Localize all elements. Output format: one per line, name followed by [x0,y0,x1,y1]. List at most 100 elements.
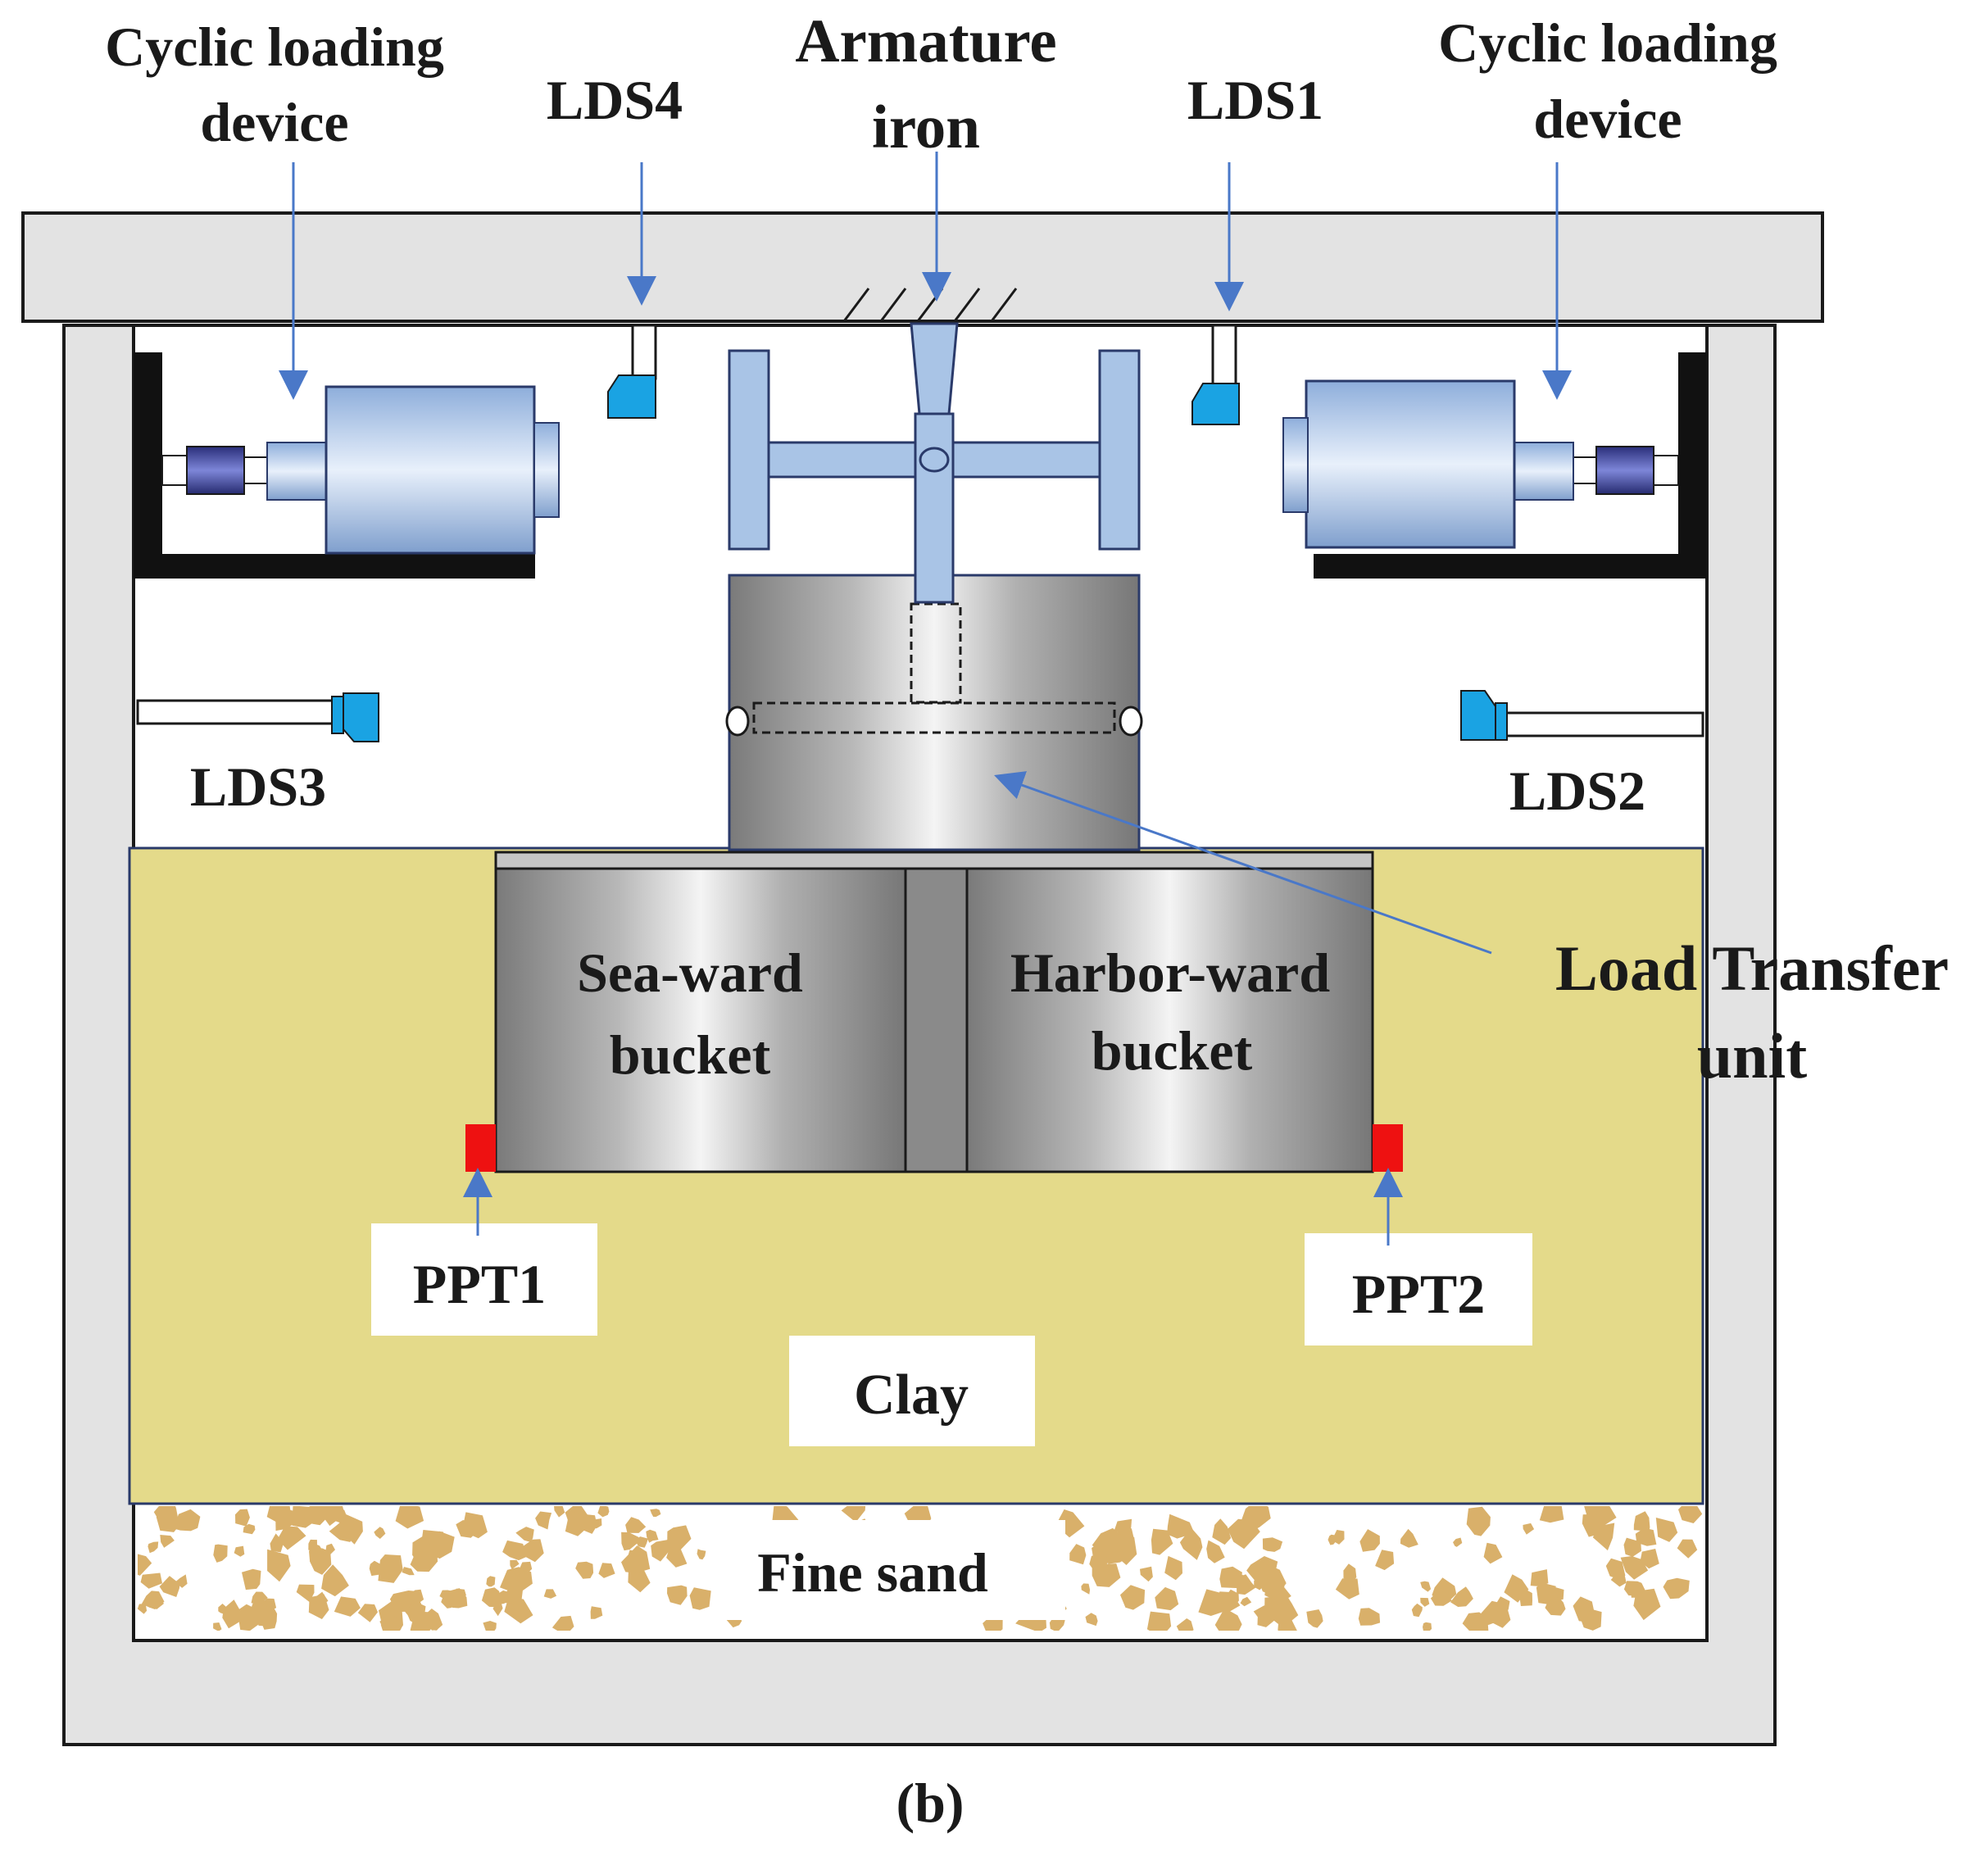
sand-grain [1146,1611,1172,1631]
sand-grain [148,1596,164,1609]
sand-grain [456,1520,477,1538]
sand-grain [625,1517,647,1533]
armature-iron [728,288,1141,604]
label-cyclic-left-1: Cyclic loading [105,16,444,78]
sand-grain [1176,1618,1194,1631]
sand-grain [510,1559,520,1570]
right-cyclic-loading-device [1282,352,1707,579]
label-clay: Clay [854,1364,969,1427]
sand-grain [267,1549,291,1582]
sand-grain [1633,1588,1661,1621]
sand-grain [590,1606,603,1619]
sand-grain [1420,1597,1430,1607]
sand-grain [140,1572,162,1589]
sand-grain [156,1506,179,1532]
lds3-sensor [136,692,379,742]
sand-grain [251,1591,268,1604]
sand-grain [1167,1513,1195,1539]
label-armature-1: Armature [795,7,1056,75]
sand-grain [554,1506,565,1518]
sand-grain [515,1527,534,1543]
sand-grain [1539,1506,1564,1523]
sand-grain [1246,1556,1278,1585]
figure-caption: (b) [896,1772,964,1834]
label-armature-2: iron [872,93,980,161]
sand-grain [1663,1577,1690,1600]
sand-grain [259,1604,278,1630]
sand-grain [543,1589,557,1599]
label-seaward-1: Sea-ward [577,942,803,1004]
sand-grain [504,1597,533,1624]
sand-grain [410,1543,438,1572]
arrow-load-transfer [994,771,1492,955]
sand-grain [1582,1514,1604,1537]
sand-grain [500,1567,533,1595]
fine-sand-layer [138,1506,1703,1631]
sand-grain [667,1525,692,1553]
sand-grain [1545,1597,1566,1616]
sand-grain [1120,1585,1146,1610]
sand-grain [1635,1527,1657,1546]
sand-grain [667,1585,688,1605]
sand-grain [535,1511,552,1530]
bucket-divider [904,867,969,1173]
sand-grain [651,1539,670,1562]
ppt2-label-box [1305,1233,1532,1345]
left-cyclic-loading-device [134,352,560,579]
sand-grain [621,1532,639,1551]
sand-grain [1655,1518,1678,1542]
label-harborward-2: bucket [1092,1019,1253,1082]
sand-grain [213,1544,228,1563]
sand-grain [309,1548,332,1575]
sand-grain [1206,1540,1225,1563]
sand-grain [565,1510,589,1536]
sand-grain [1343,1563,1357,1582]
sand-grain [343,1514,363,1545]
sand-grain [1483,1542,1503,1564]
clay-label-box [789,1336,1035,1446]
sand-grain [486,1576,496,1587]
sand-grain [1240,1596,1252,1607]
sand-grain [1450,1586,1473,1607]
sand-grain [275,1508,293,1532]
seaward-bucket [494,867,907,1173]
sand-grain [234,1545,245,1557]
sand-grain [374,1527,386,1539]
sand-grain [308,1539,317,1551]
label-lds4: LDS4 [547,69,683,131]
sand-grain [314,1591,329,1607]
sand-grain [1114,1518,1132,1537]
sand-grain [1530,1569,1549,1586]
label-cyclic-left-2: device [200,91,348,153]
lds1-sensor [1191,324,1240,425]
sand-grain [237,1604,261,1631]
sand-grain [213,1622,222,1631]
sand-grain [1462,1612,1489,1631]
sand-grain [1578,1606,1602,1631]
sand-grain [1335,1578,1359,1600]
sand-grain [1253,1605,1277,1627]
label-ppt2: PPT2 [1352,1263,1485,1325]
sand-grain [1214,1610,1242,1631]
sand-grain [369,1560,386,1577]
sand-grain [1678,1506,1703,1523]
label-ppt1: PPT1 [413,1253,546,1315]
sand-grain [1359,1529,1380,1552]
sand-grain [1420,1581,1432,1592]
sand-grain [1198,1589,1227,1616]
sand-grain [1155,1586,1179,1611]
annotation-arrows [279,152,1572,1246]
sand-grain [521,1539,544,1563]
sand-grain [1633,1511,1650,1532]
sand-grain [597,1506,610,1518]
sand-grain [502,1540,527,1561]
sand-grain [445,1588,468,1609]
sand-grain [138,1554,152,1576]
sand-grain [334,1596,361,1617]
sand-grain [646,1529,659,1543]
sand-grain [1610,1572,1627,1587]
sand-grain [689,1587,711,1610]
sand-grain [406,1600,426,1626]
ppt1-sensor [465,1124,496,1172]
sand-grain [1228,1572,1246,1586]
